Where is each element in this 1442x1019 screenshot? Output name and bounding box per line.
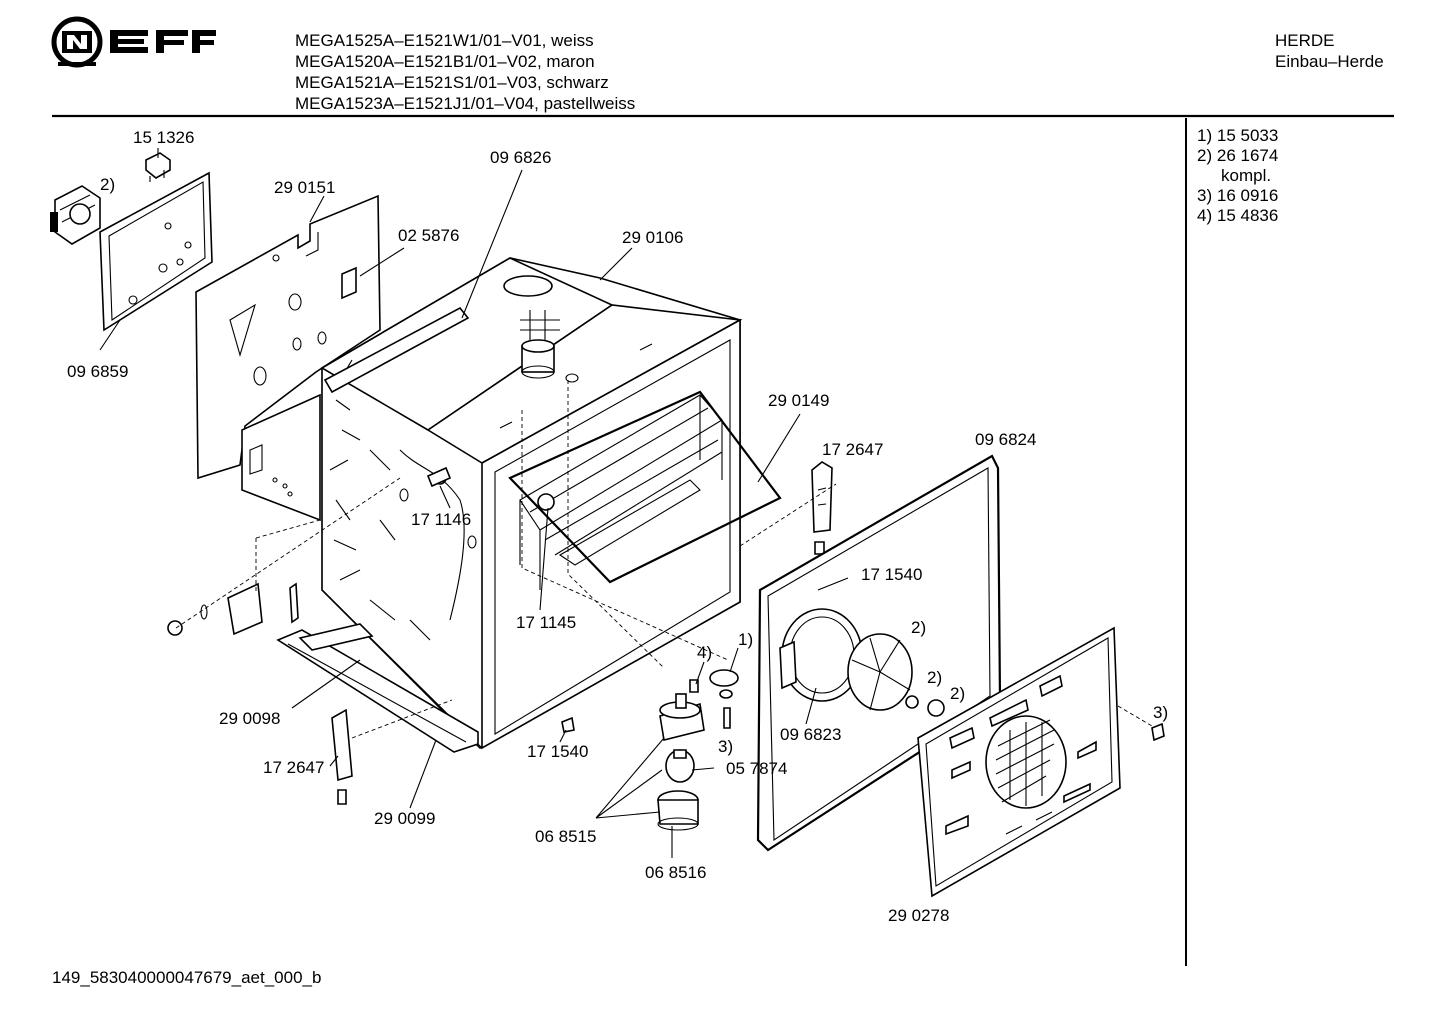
callout-label: 2): [950, 684, 965, 703]
note-key: 2): [1197, 146, 1213, 165]
callout-label: 4): [697, 643, 712, 662]
callout-label: 29 0278: [888, 906, 949, 925]
callout-label: 17 1540: [527, 742, 588, 761]
lamp-assembly-part: [657, 669, 739, 831]
category-block: HERDE Einbau–Herde: [1275, 30, 1384, 72]
small-switch-part: [145, 152, 171, 182]
insulation-panel-part: [195, 194, 381, 480]
model-list: MEGA1525A–E1521W1/01–V01, weiss MEGA1520…: [295, 30, 635, 114]
callout-label: 29 0149: [768, 391, 829, 410]
callout-label: 2): [100, 175, 115, 194]
note-key: 3): [1197, 186, 1213, 205]
note-value: 26 1674: [1216, 146, 1279, 165]
callout-label: 29 0106: [622, 228, 683, 247]
note-value: 16 0916: [1216, 186, 1279, 205]
note-key: 4): [1197, 206, 1213, 225]
callout-label: 15 1326: [133, 128, 194, 147]
callout-label: 29 0099: [374, 809, 435, 828]
latch-bracket-part: [227, 582, 263, 636]
callout-label: 29 0151: [274, 178, 335, 197]
callout-label: 17 1146: [411, 510, 471, 529]
model-line: MEGA1523A–E1521J1/01–V04, pastellweiss: [295, 94, 636, 113]
heating-element-part: [508, 390, 782, 584]
callout-label: 09 6823: [780, 725, 841, 744]
rear-wall-part: [917, 626, 1121, 898]
callout-label: 06 8515: [535, 827, 596, 846]
callout-label: 3): [718, 737, 733, 756]
lamp-socket-part: [537, 493, 555, 511]
hinge-bracket-part: [331, 461, 833, 782]
note-row: 2) 26 1674: [1197, 146, 1278, 166]
callout-label: 17 1540: [861, 565, 922, 584]
leader-lines: [99, 148, 849, 858]
neff-logo-graphic: [51, 16, 216, 68]
callout-label: 06 8516: [645, 863, 706, 882]
callout-label: 09 6824: [975, 430, 1036, 449]
callout-label: 1): [738, 630, 753, 649]
thermostat-part: [50, 185, 101, 245]
callout-label: 2): [927, 668, 942, 687]
note-row: 3) 16 0916: [1197, 186, 1278, 206]
category: HERDE: [1275, 31, 1335, 50]
callout-label: 17 2647: [263, 758, 324, 777]
note-value: kompl.: [1221, 166, 1272, 185]
note-value: 15 5033: [1216, 126, 1279, 145]
note-row: kompl.: [1197, 166, 1278, 186]
model-line: MEGA1525A–E1521W1/01–V01, weiss: [295, 31, 594, 50]
callout-label: 2): [911, 618, 926, 637]
bracket-part: [341, 266, 357, 300]
rear-plate-part: [99, 171, 213, 332]
callout-label: 3): [1153, 703, 1168, 722]
note-value: 15 4836: [1216, 206, 1279, 225]
model-line: MEGA1520A–E1521B1/01–V02, maron: [295, 52, 595, 71]
note-row: 4) 15 4836: [1197, 206, 1278, 226]
callout-label: 17 2647: [822, 440, 883, 459]
subcategory: Einbau–Herde: [1275, 52, 1384, 71]
callout-label: 17 1145: [516, 613, 576, 632]
callout-label: 09 6826: [490, 148, 551, 167]
callout-label: 05 7874: [726, 759, 787, 778]
nut-part: [167, 620, 183, 636]
bottom-rail-part: [276, 623, 479, 753]
note-key: 1): [1197, 126, 1213, 145]
note-row: 1) 15 5033: [1197, 126, 1278, 146]
callout-label: 09 6859: [67, 362, 128, 381]
callout-label: 02 5876: [398, 226, 459, 245]
fan-part: [779, 608, 945, 717]
notes-panel: 1) 15 5033 2) 26 1674 kompl. 3) 16 0916 …: [1197, 126, 1278, 226]
drawing-code: 149_583040000047679_aet_000_b: [52, 968, 322, 987]
model-line: MEGA1521A–E1521S1/01–V03, schwarz: [295, 73, 609, 92]
callout-label: 29 0098: [219, 709, 280, 728]
neff-logo: [48, 16, 218, 72]
